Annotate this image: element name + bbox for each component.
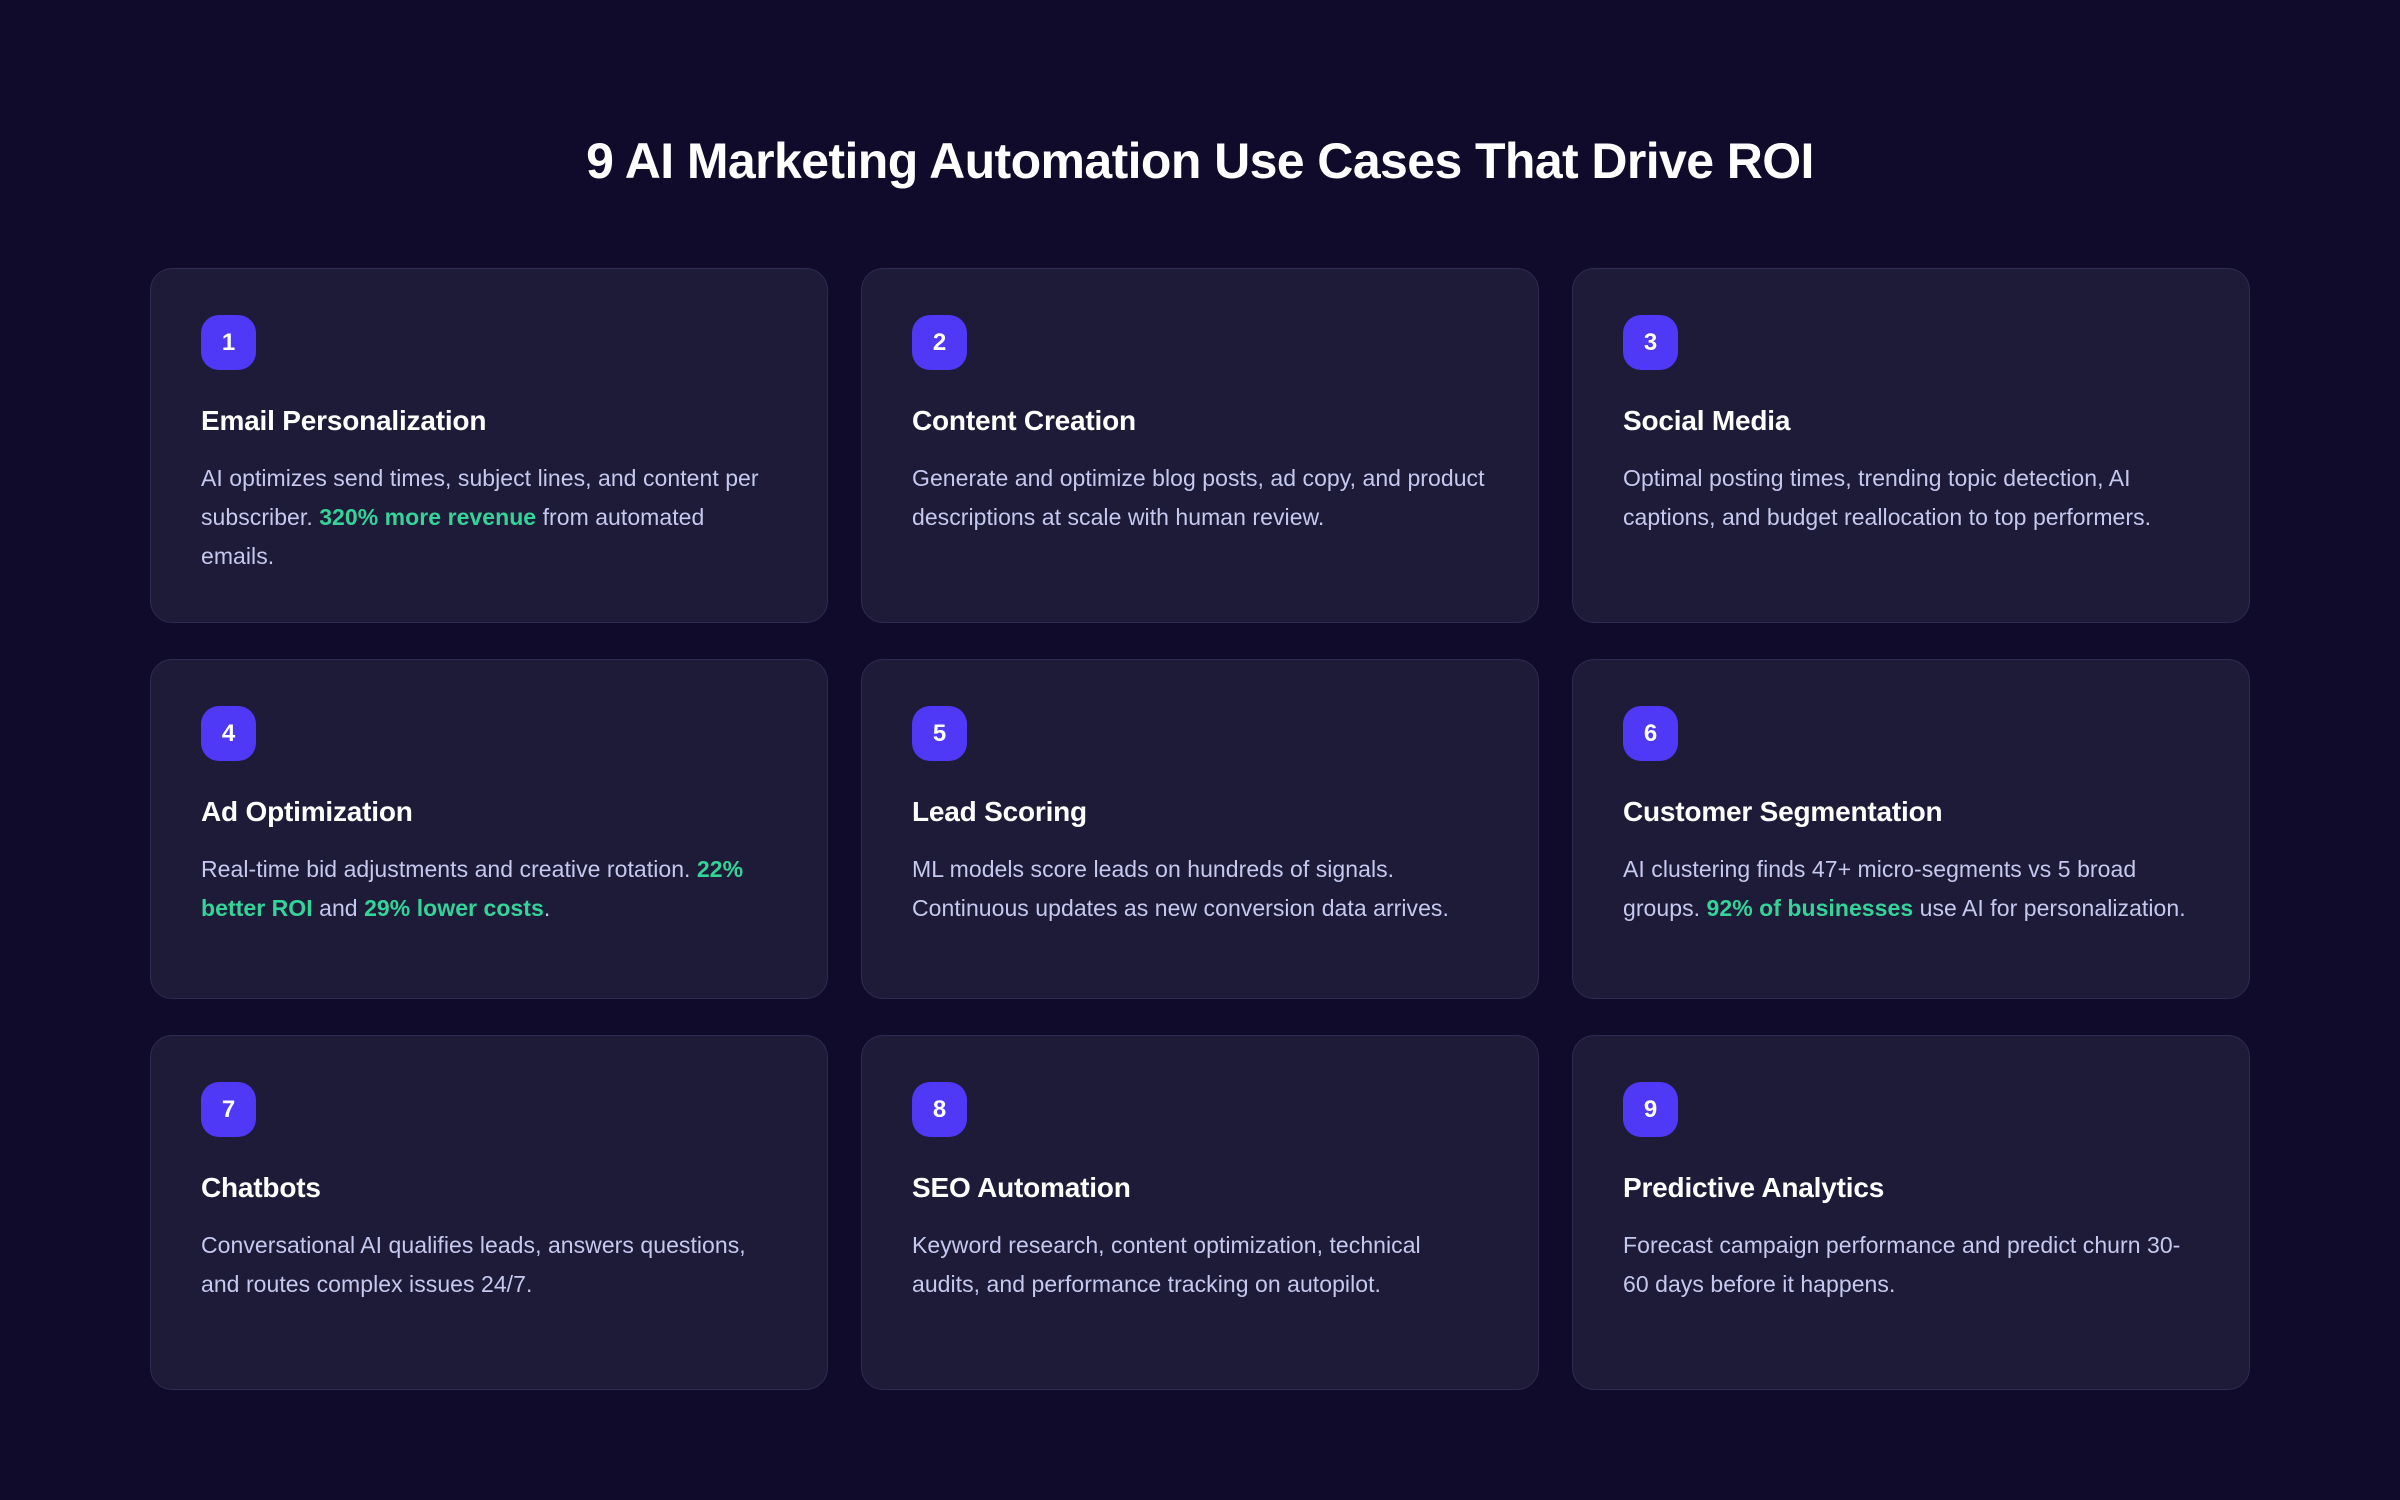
card-title: Lead Scoring — [912, 796, 1087, 827]
card-title: Predictive Analytics — [1623, 1172, 1885, 1203]
description-text: Conversational AI qualifies leads, answe… — [201, 1232, 746, 1297]
use-case-card-5[interactable]: 5 Lead Scoring ML models score leads on … — [861, 659, 1539, 999]
use-case-card-3[interactable]: 3 Social Media Optimal posting times, tr… — [1572, 268, 2250, 623]
stat-highlight: 92% of businesses — [1706, 895, 1914, 921]
description-text: from automated emails. — [201, 504, 705, 569]
stat-highlight: 29% lower costs — [364, 895, 544, 921]
card-title: Content Creation — [912, 405, 1136, 436]
description-text: Real-time bid adjustments and creative r… — [201, 856, 697, 882]
card-number-badge: 7 — [201, 1082, 256, 1137]
use-case-card-4[interactable]: 4 Ad Optimization Real-time bid adjustme… — [150, 659, 828, 999]
card-description: Conversational AI qualifies leads, answe… — [201, 1226, 779, 1304]
page-title: 9 AI Marketing Automation Use Cases That… — [586, 133, 1814, 189]
card-number-badge: 6 — [1623, 706, 1678, 761]
card-number-badge: 3 — [1623, 315, 1678, 370]
card-description: AI clustering finds 47+ micro-segments v… — [1623, 850, 2201, 928]
card-title: Chatbots — [201, 1172, 321, 1203]
use-case-card-1[interactable]: 1 Email Personalization AI optimizes sen… — [150, 268, 828, 623]
card-title: SEO Automation — [912, 1172, 1131, 1203]
card-description: AI optimizes send times, subject lines, … — [201, 459, 779, 576]
use-case-card-grid: 1 Email Personalization AI optimizes sen… — [150, 268, 2250, 1390]
card-number-badge: 1 — [201, 315, 256, 370]
card-number-badge: 9 — [1623, 1082, 1678, 1137]
card-description: Optimal posting times, trending topic de… — [1623, 459, 2201, 537]
description-text: AI clustering finds 47+ micro-segments v… — [1623, 856, 2137, 921]
card-description: Real-time bid adjustments and creative r… — [201, 850, 779, 928]
description-text: AI optimizes send times, subject lines, … — [201, 465, 759, 530]
card-title: Email Personalization — [201, 405, 487, 436]
use-case-card-7[interactable]: 7 Chatbots Conversational AI qualifies l… — [150, 1035, 828, 1390]
card-description: ML models score leads on hundreds of sig… — [912, 850, 1490, 928]
description-text: use AI for personalization. — [1913, 895, 2186, 921]
stat-highlight: 22% better ROI — [201, 856, 744, 921]
description-text: Generate and optimize blog posts, ad cop… — [912, 465, 1485, 530]
card-number-badge: 4 — [201, 706, 256, 761]
card-description: Forecast campaign performance and predic… — [1623, 1226, 2201, 1304]
description-text: ML models score leads on hundreds of sig… — [912, 856, 1449, 921]
card-description: Keyword research, content optimization, … — [912, 1226, 1490, 1304]
description-text: and — [312, 895, 365, 921]
use-case-card-2[interactable]: 2 Content Creation Generate and optimize… — [861, 268, 1539, 623]
description-text: . — [543, 895, 551, 921]
description-text: Keyword research, content optimization, … — [912, 1232, 1421, 1297]
card-number-badge: 8 — [912, 1082, 967, 1137]
card-title: Customer Segmentation — [1623, 796, 1943, 827]
card-number-badge: 2 — [912, 315, 967, 370]
card-description: Generate and optimize blog posts, ad cop… — [912, 459, 1490, 537]
description-text: Forecast campaign performance and predic… — [1623, 1232, 2181, 1297]
use-case-card-6[interactable]: 6 Customer Segmentation AI clustering fi… — [1572, 659, 2250, 999]
card-title: Ad Optimization — [201, 796, 413, 827]
stat-highlight: 320% more revenue — [319, 504, 537, 530]
card-title: Social Media — [1623, 405, 1791, 436]
use-case-card-8[interactable]: 8 SEO Automation Keyword research, conte… — [861, 1035, 1539, 1390]
description-text: Optimal posting times, trending topic de… — [1623, 465, 2152, 530]
use-case-card-9[interactable]: 9 Predictive Analytics Forecast campaign… — [1572, 1035, 2250, 1390]
card-number-badge: 5 — [912, 706, 967, 761]
